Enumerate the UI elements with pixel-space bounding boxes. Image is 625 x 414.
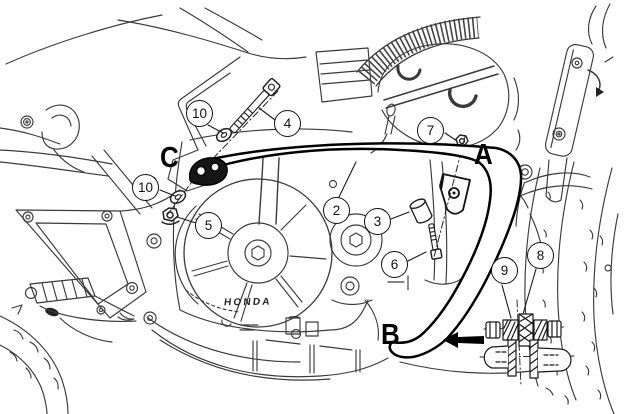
guard-front-clevis (188, 157, 228, 186)
callout-3: 3 (364, 208, 391, 235)
callout-7-label: 7 (426, 122, 435, 138)
footpeg-bracket (15, 209, 147, 319)
rear-tire (0, 304, 69, 414)
callout-8: 8 (527, 242, 554, 269)
fuel-tank-lines (5, 7, 307, 65)
callout-10-upper-label: 10 (191, 105, 208, 121)
clamp-detail (479, 299, 575, 387)
callout-4: 4 (274, 110, 301, 137)
callout-9: 9 (491, 257, 518, 284)
airbox-details (0, 104, 153, 215)
callout-10-lower-label: 10 (137, 179, 154, 195)
callout-8-label: 8 (536, 247, 545, 263)
bolt-6 (428, 223, 443, 260)
engine-underside (147, 316, 541, 381)
nut-5 (161, 207, 180, 225)
callout-5-label: 5 (204, 217, 213, 233)
callout-4-label: 4 (283, 115, 292, 131)
callout-3-label: 3 (373, 213, 382, 229)
front-fork (544, 3, 614, 203)
mount-point-letter-a: A (474, 137, 493, 171)
callout-7: 7 (417, 117, 444, 144)
callout-2-label: 2 (332, 202, 341, 218)
mount-point-letter-b: B (381, 317, 400, 351)
honda-logo-text: HONDA (223, 296, 273, 309)
washer-10-lower (169, 190, 187, 204)
engine-guard-bar (201, 142, 523, 359)
callout-5: 5 (195, 212, 222, 239)
mount-point-letter-c: C (160, 140, 179, 174)
bolt-4 (229, 78, 281, 134)
callout-2: 2 (323, 197, 350, 224)
callout-9-label: 9 (500, 262, 509, 278)
callout-6-label: 6 (390, 256, 399, 272)
guard-upper-tab (439, 173, 471, 215)
footpeg (24, 277, 157, 343)
callout-10-lower: 10 (132, 174, 159, 201)
leader-lines (159, 107, 537, 319)
callout-6: 6 (381, 251, 408, 278)
engine-cover (146, 128, 409, 333)
callout-10-upper: 10 (186, 100, 213, 127)
arrow-b (443, 332, 484, 348)
front-fender (515, 172, 593, 227)
spacer-3 (409, 198, 433, 224)
